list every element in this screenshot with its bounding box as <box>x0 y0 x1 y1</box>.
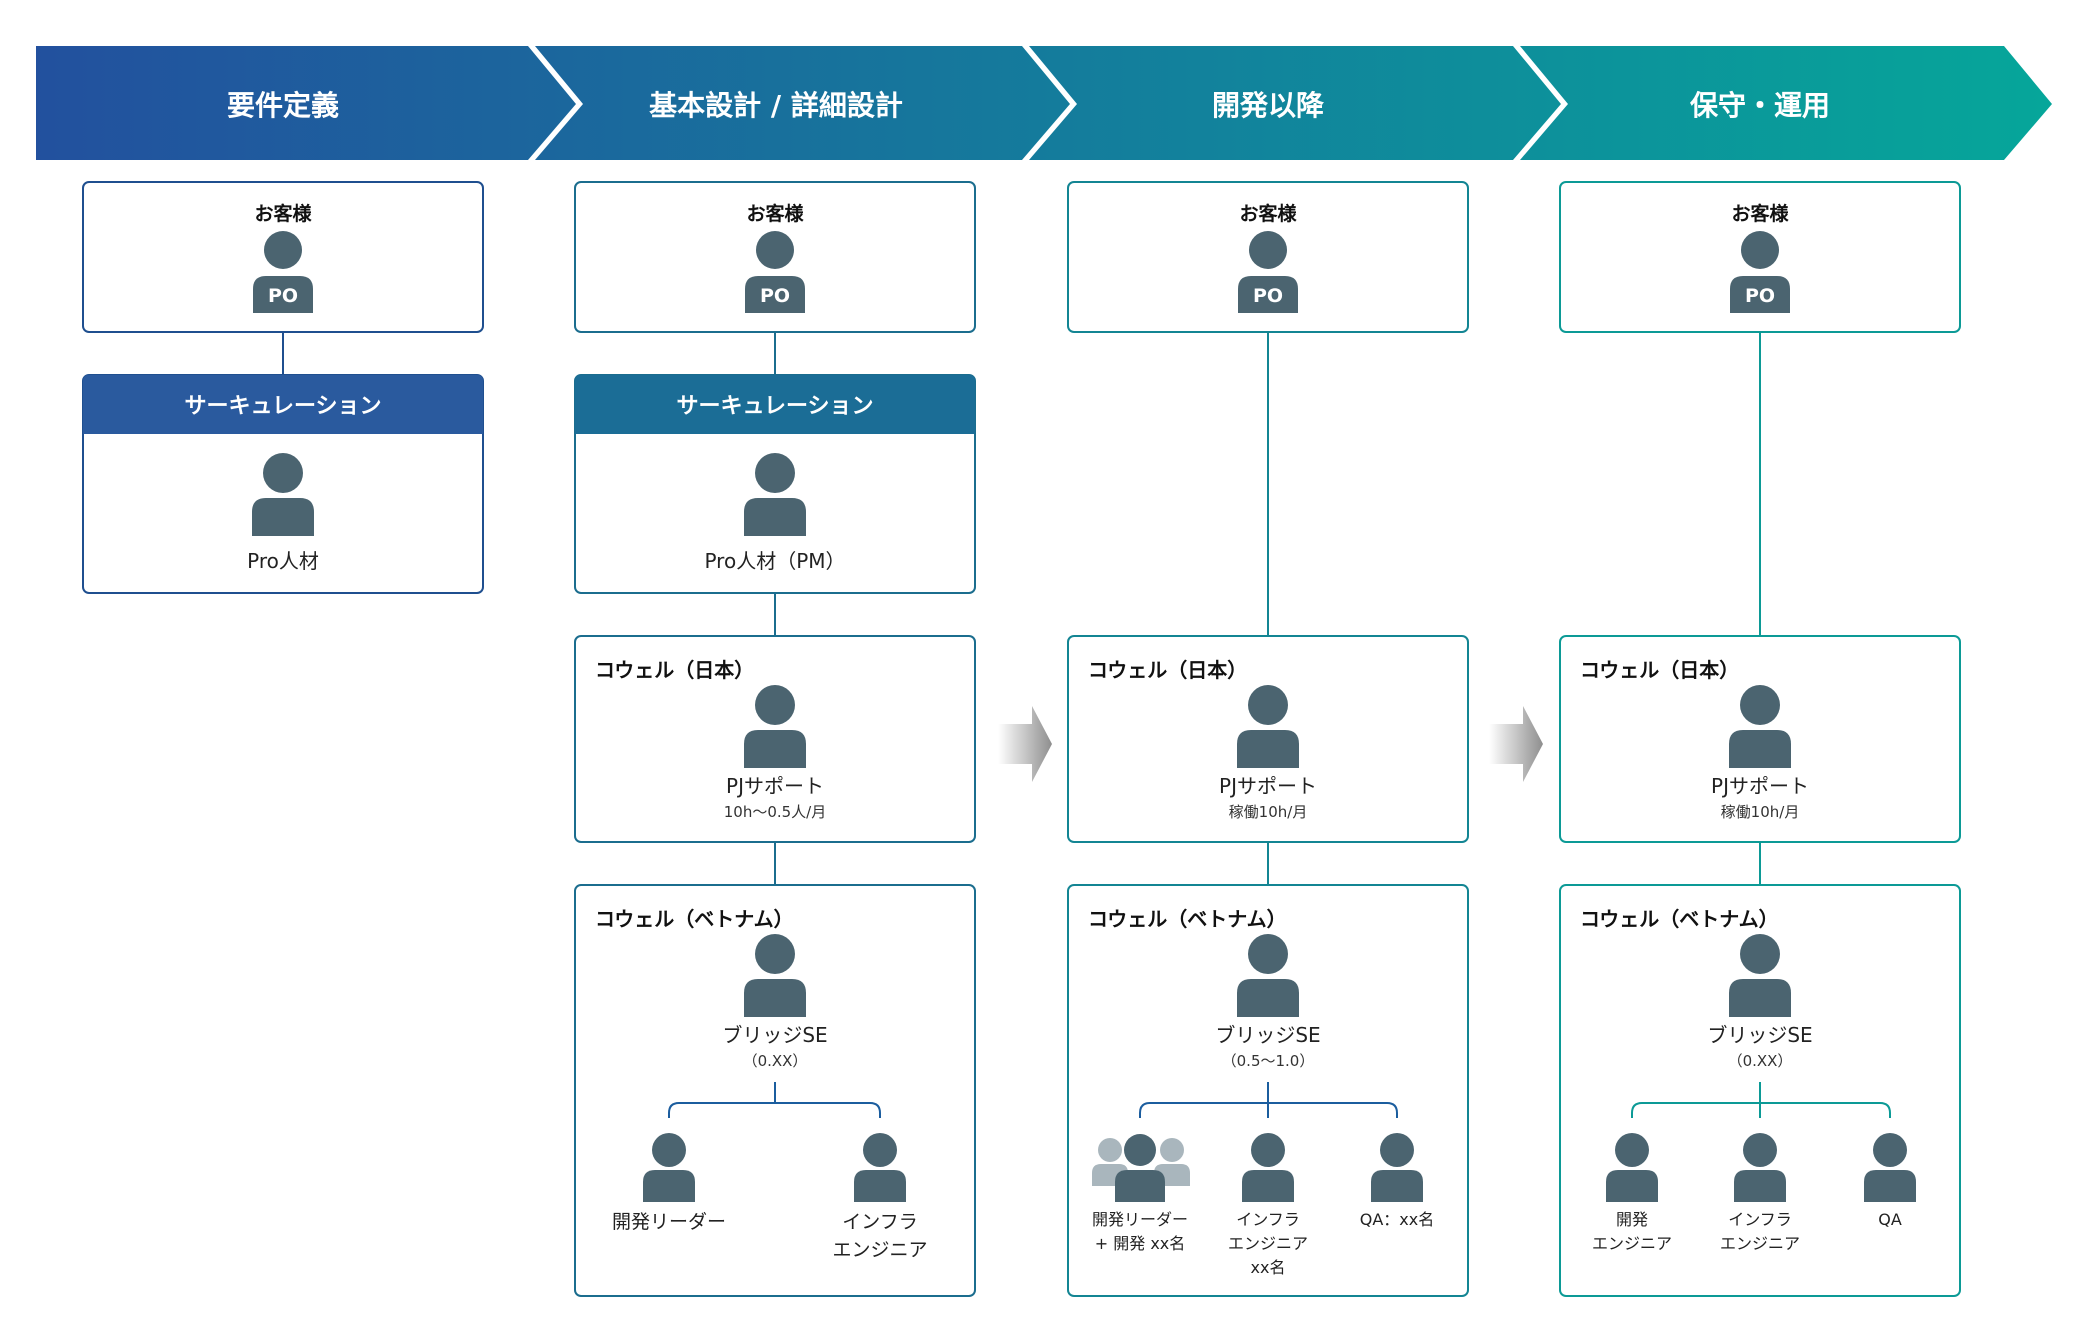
member-label: xx名 <box>1251 1258 1286 1277</box>
japan-title: コウェル（日本） <box>1088 658 1247 682</box>
vietnam-role: ブリッジSE <box>722 1023 827 1047</box>
circulation-role: Pro人材 <box>247 549 319 573</box>
japan-role: PJサポート <box>1219 774 1317 798</box>
po-person-icon <box>1238 231 1298 313</box>
circulation-role: Pro人材（PM） <box>704 549 845 573</box>
vietnam-detail: （0.5〜1.0） <box>1222 1052 1315 1070</box>
column-2: お客様 PO サーキュレーション Pro人材（PM） コウェル（日本） PJサポ… <box>574 181 976 1297</box>
vietnam-detail: （0.XX） <box>743 1052 808 1070</box>
circulation-header <box>575 375 975 434</box>
phase-label-4: 保守・運用 <box>1690 89 1830 122</box>
infra-engineer-person-icon <box>1734 1133 1786 1202</box>
dev-leader-person-icon <box>643 1133 695 1202</box>
member-label: 開発リーダー <box>1092 1210 1188 1229</box>
column-4: お客様 PO コウェル（日本） PJサポート 稼働10h/月 コウェル（ベトナム… <box>1559 181 1961 1297</box>
member-bracket <box>668 1082 881 1118</box>
japan-role: PJサポート <box>726 774 824 798</box>
member-label: インフラ <box>842 1211 917 1233</box>
column-1: お客様 PO サーキュレーション Pro人材 <box>82 181 484 594</box>
circulation-header-label: サーキュレーション <box>184 394 381 419</box>
infra-engineer-person-icon <box>1242 1133 1294 1202</box>
po-badge: PO <box>760 285 790 307</box>
dev-team-group-icon <box>1092 1134 1190 1202</box>
transition-arrow-icon <box>1489 706 1543 782</box>
member-label: インフラ <box>1236 1210 1300 1229</box>
member-bracket <box>1139 1082 1398 1118</box>
po-person-icon <box>745 231 805 313</box>
qa-person-icon <box>1864 1133 1916 1202</box>
phase-chevron-1 <box>36 46 576 160</box>
po-badge: PO <box>1745 285 1775 307</box>
member-label: エンジニア <box>1228 1234 1308 1253</box>
member-label: 開発リーダー <box>612 1211 726 1233</box>
pro-person-icon <box>252 453 314 536</box>
member-bracket <box>1631 1082 1891 1118</box>
phase-band: 要件定義 基本設計 / 詳細設計 開発以降 保守・運用 <box>36 46 2052 160</box>
member-label: エンジニア <box>832 1239 927 1261</box>
po-badge: PO <box>268 285 298 307</box>
phase-chevron-2 <box>535 46 1070 160</box>
bridge-se-person-icon <box>744 934 806 1017</box>
member-label: インフラ <box>1728 1210 1792 1229</box>
bridge-se-person-icon <box>1237 934 1299 1017</box>
member-label: + 開発 xx名 <box>1095 1234 1186 1253</box>
customer-title: お客様 <box>1731 202 1789 225</box>
vietnam-role: ブリッジSE <box>1215 1023 1320 1047</box>
qa-person-icon <box>1371 1133 1423 1202</box>
circulation-header-label: サーキュレーション <box>676 394 873 419</box>
column-3: お客様 PO コウェル（日本） PJサポート 稼働10h/月 コウェル（ベトナム… <box>1067 181 1469 1297</box>
member-label: 開発 <box>1616 1210 1648 1229</box>
customer-title: お客様 <box>746 202 804 225</box>
infra-engineer-person-icon <box>854 1133 906 1202</box>
japan-detail: 10h〜0.5人/月 <box>724 803 827 821</box>
phase-label-3: 開発以降 <box>1212 89 1325 122</box>
circulation-header <box>83 375 483 434</box>
member-label: QA：xx名 <box>1360 1210 1434 1229</box>
phase-label-2: 基本設計 / 詳細設計 <box>649 89 903 122</box>
japan-title: コウェル（日本） <box>1580 658 1739 682</box>
member-label: QA <box>1878 1210 1902 1229</box>
phase-chevron-3 <box>1029 46 1561 160</box>
po-person-icon <box>253 231 313 313</box>
phase-chevron-4 <box>1520 46 2052 160</box>
vietnam-title: コウェル（ベトナム） <box>1088 907 1287 931</box>
phase-label-1: 要件定義 <box>227 89 339 122</box>
vietnam-detail: （0.XX） <box>1728 1052 1793 1070</box>
japan-detail: 稼働10h/月 <box>1229 803 1308 821</box>
pj-support-person-icon <box>1237 685 1299 768</box>
vietnam-title: コウェル（ベトナム） <box>595 907 794 931</box>
member-label: エンジニア <box>1720 1234 1800 1253</box>
japan-title: コウェル（日本） <box>595 658 754 682</box>
po-person-icon <box>1730 231 1790 313</box>
vietnam-role: ブリッジSE <box>1707 1023 1812 1047</box>
pj-support-person-icon <box>1729 685 1791 768</box>
dev-engineer-person-icon <box>1606 1133 1658 1202</box>
transition-arrow-icon <box>998 706 1052 782</box>
bridge-se-person-icon <box>1729 934 1791 1017</box>
customer-title: お客様 <box>1239 202 1297 225</box>
pj-support-person-icon <box>744 685 806 768</box>
japan-role: PJサポート <box>1711 774 1809 798</box>
pm-person-icon <box>744 453 806 536</box>
po-badge: PO <box>1253 285 1283 307</box>
japan-detail: 稼働10h/月 <box>1721 803 1800 821</box>
vietnam-title: コウェル（ベトナム） <box>1580 907 1779 931</box>
member-label: エンジニア <box>1592 1234 1672 1253</box>
customer-title: お客様 <box>254 202 312 225</box>
